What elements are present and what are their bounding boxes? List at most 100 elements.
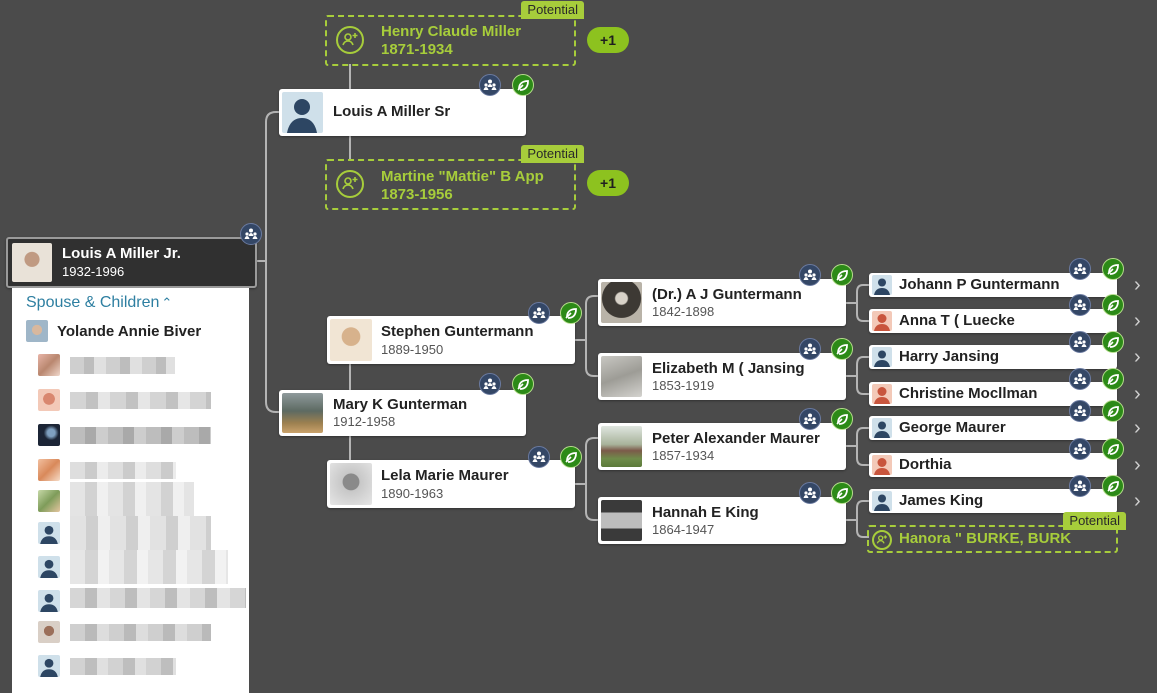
- person-photo: [330, 319, 372, 361]
- hint-leaf-icon[interactable]: [1102, 331, 1124, 353]
- family-icon[interactable]: [799, 264, 821, 286]
- chevron-right-icon[interactable]: ›: [1134, 454, 1141, 476]
- hint-leaf-icon[interactable]: [831, 408, 853, 430]
- family-icon[interactable]: [799, 338, 821, 360]
- hint-leaf-icon[interactable]: [1102, 258, 1124, 280]
- hint-leaf-icon[interactable]: [560, 446, 582, 468]
- hint-leaf-icon[interactable]: [1102, 438, 1124, 460]
- person-photo: [601, 426, 642, 467]
- hint-leaf-icon[interactable]: [1102, 475, 1124, 497]
- potential-parent-card[interactable]: Potential Henry Claude Miller 1871-1934: [325, 1, 584, 66]
- hint-leaf-icon[interactable]: [831, 338, 853, 360]
- person-name: Louis A Miller Jr.: [62, 245, 181, 262]
- person-card-compact[interactable]: James King: [869, 489, 1117, 513]
- family-icon[interactable]: [528, 302, 550, 324]
- family-icon[interactable]: [479, 74, 501, 96]
- family-icon[interactable]: [1069, 475, 1091, 497]
- family-icon[interactable]: [1069, 438, 1091, 460]
- default-male-avatar: [282, 92, 323, 133]
- chevron-right-icon[interactable]: ›: [1134, 490, 1141, 512]
- person-card-compact[interactable]: Anna T ( Luecke: [869, 309, 1117, 333]
- child-row[interactable]: [38, 459, 238, 483]
- default-female-avatar: [872, 311, 892, 331]
- blurred-child-name: [70, 357, 175, 374]
- person-dates: 1873-1956: [381, 186, 453, 203]
- family-icon[interactable]: [1069, 294, 1091, 316]
- focus-person-card[interactable]: Louis A Miller Jr. 1932-1996: [6, 237, 257, 288]
- child-row[interactable]: [38, 655, 238, 679]
- person-dates: 1857-1934: [652, 448, 715, 463]
- potential-parent-card[interactable]: Potential Martine "Mattie" B App 1873-19…: [325, 145, 584, 210]
- child-row[interactable]: [38, 621, 238, 645]
- hint-leaf-icon[interactable]: [831, 482, 853, 504]
- potential-parent-card[interactable]: Potential Hanora " BURKE, BURK: [867, 512, 1126, 553]
- blurred-child-name: [70, 588, 246, 608]
- family-icon[interactable]: [240, 223, 262, 245]
- person-name: Dorthia: [899, 456, 952, 473]
- person-dates: 1912-1958: [333, 414, 396, 429]
- hint-leaf-icon[interactable]: [1102, 294, 1124, 316]
- person-card-maternal-grandmother[interactable]: Lela Marie Maurer 1890-1963: [327, 460, 575, 508]
- person-name: Hanora " BURKE, BURK: [899, 530, 1072, 547]
- person-name: Mary K Gunterman: [333, 396, 468, 413]
- person-photo: [601, 356, 642, 397]
- more-parents-button[interactable]: +1: [587, 170, 629, 196]
- person-dates: 1864-1947: [652, 522, 715, 537]
- child-row[interactable]: [38, 550, 238, 584]
- person-dates: 1842-1898: [652, 304, 715, 319]
- person-dates: 1932-1996: [62, 264, 125, 279]
- family-icon[interactable]: [1069, 258, 1091, 280]
- person-name: Johann P Guntermann: [899, 276, 1060, 293]
- chevron-right-icon[interactable]: ›: [1134, 346, 1141, 368]
- blurred-child-name: [70, 427, 211, 444]
- default-male-avatar: [38, 590, 60, 612]
- child-row[interactable]: [38, 588, 248, 614]
- child-row[interactable]: [38, 354, 238, 378]
- family-icon[interactable]: [1069, 331, 1091, 353]
- child-row[interactable]: [38, 516, 238, 550]
- chevron-right-icon[interactable]: ›: [1134, 310, 1141, 332]
- chevron-right-icon[interactable]: ›: [1134, 274, 1141, 296]
- child-row[interactable]: [38, 389, 238, 413]
- person-card-compact[interactable]: George Maurer: [869, 416, 1117, 440]
- person-card-great-grandparent[interactable]: Hannah E King 1864-1947: [598, 497, 846, 544]
- hint-leaf-icon[interactable]: [831, 264, 853, 286]
- default-male-avatar: [872, 275, 892, 295]
- hint-leaf-icon[interactable]: [512, 373, 534, 395]
- chevron-right-icon[interactable]: ›: [1134, 417, 1141, 439]
- panel-header: Spouse & Children: [26, 294, 160, 311]
- add-person-icon: [336, 170, 364, 198]
- family-icon[interactable]: [799, 482, 821, 504]
- hint-leaf-icon[interactable]: [1102, 400, 1124, 422]
- person-card-great-grandparent[interactable]: Peter Alexander Maurer 1857-1934: [598, 423, 846, 470]
- chevron-right-icon[interactable]: ›: [1134, 383, 1141, 405]
- hint-leaf-icon[interactable]: [1102, 368, 1124, 390]
- person-dates: 1890-1963: [381, 486, 444, 501]
- person-name: (Dr.) A J Guntermann: [652, 286, 802, 303]
- person-card-great-grandparent[interactable]: (Dr.) A J Guntermann 1842-1898: [598, 279, 846, 326]
- default-male-avatar: [38, 556, 60, 578]
- potential-badge: Potential: [521, 1, 584, 19]
- family-icon[interactable]: [1069, 400, 1091, 422]
- family-icon[interactable]: [479, 373, 501, 395]
- person-dates: 1871-1934: [381, 41, 453, 58]
- hint-leaf-icon[interactable]: [512, 74, 534, 96]
- hint-leaf-icon[interactable]: [560, 302, 582, 324]
- spouse-children-toggle[interactable]: Spouse & Children⌃: [26, 294, 172, 312]
- family-icon[interactable]: [1069, 368, 1091, 390]
- default-female-avatar: [872, 455, 892, 475]
- add-person-icon: [336, 26, 364, 54]
- potential-badge: Potential: [1063, 512, 1126, 530]
- family-icon[interactable]: [528, 446, 550, 468]
- more-parents-button[interactable]: +1: [587, 27, 629, 53]
- person-card-mother[interactable]: Mary K Gunterman 1912-1958: [279, 390, 526, 436]
- family-icon[interactable]: [799, 408, 821, 430]
- child-row[interactable]: [38, 482, 238, 516]
- person-name: George Maurer: [899, 419, 1006, 436]
- person-card-father[interactable]: Louis A Miller Sr: [279, 89, 526, 136]
- default-male-avatar: [38, 655, 60, 677]
- blurred-child-name: [70, 392, 211, 409]
- person-card-maternal-grandfather[interactable]: Stephen Guntermann 1889-1950: [327, 316, 575, 364]
- child-row[interactable]: [38, 424, 238, 448]
- person-card-great-grandparent[interactable]: Elizabeth M ( Jansing 1853-1919: [598, 353, 846, 400]
